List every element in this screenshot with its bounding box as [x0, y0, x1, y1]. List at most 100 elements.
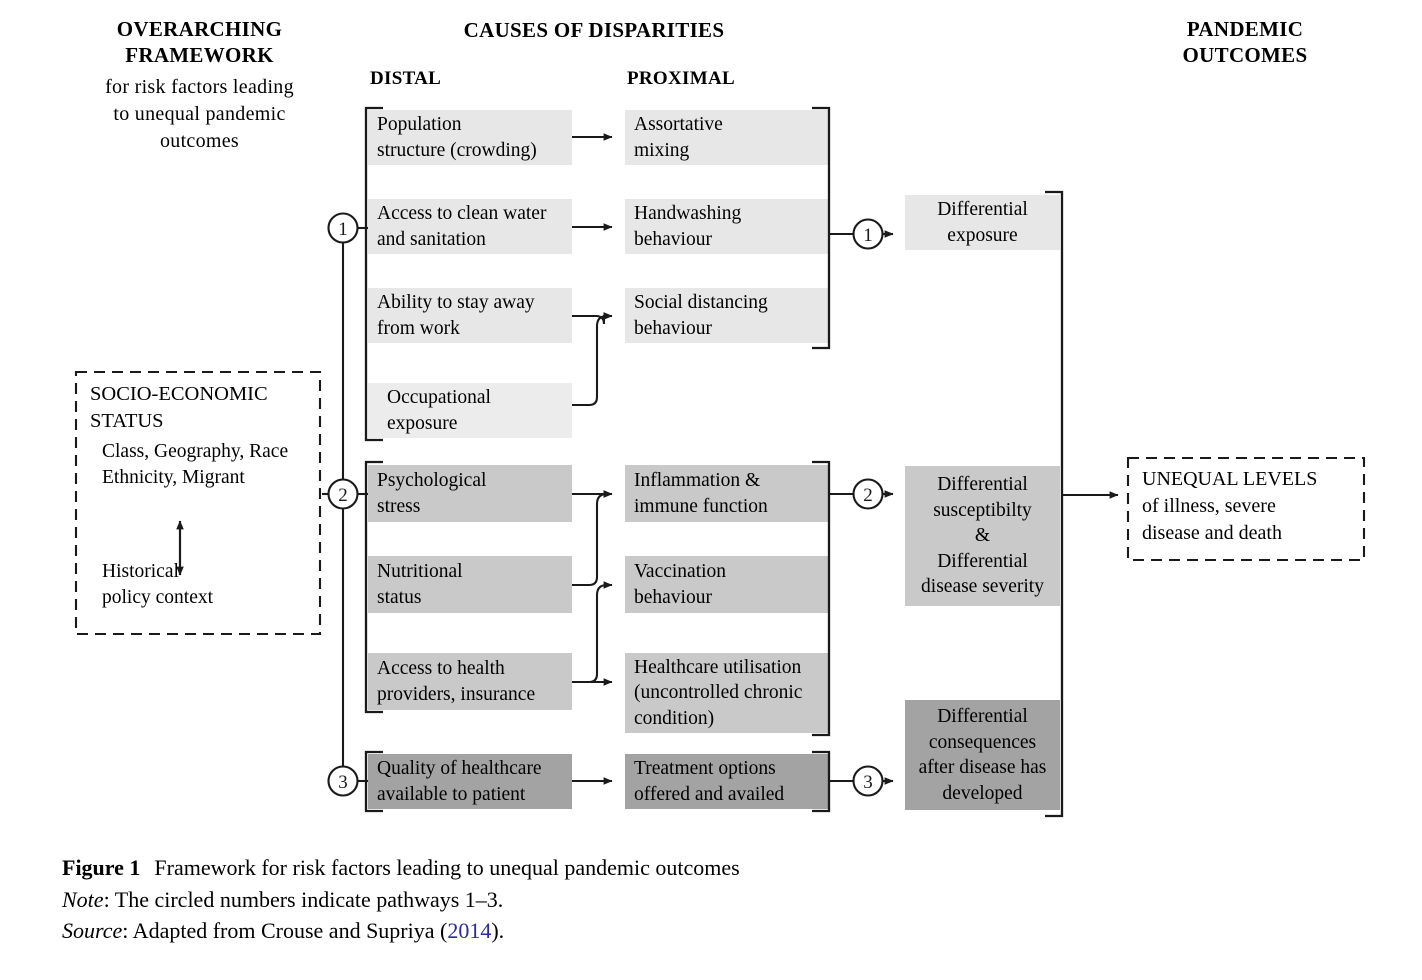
distal-text-population-structure: Population structure (crowding)	[368, 110, 576, 165]
text-line: from work	[377, 317, 460, 339]
text-line: Social distancing	[634, 292, 768, 313]
box-stay-away-from-work	[368, 288, 572, 343]
caption-title-row: Figure 1 Framework for risk factors leadi…	[62, 852, 1382, 884]
proximal-text-healthcare-utilisation: Healthcare utilisation (uncontrolled chr…	[625, 653, 841, 733]
connector-arrows	[572, 133, 613, 785]
proximal-text-handwashing-behaviour: Handwashing behaviour	[625, 199, 837, 254]
text-line: stress	[377, 495, 421, 517]
proximal-bracket-2	[812, 460, 831, 737]
outcome-text-differential-consequences: Differential consequences after disease …	[902, 700, 1063, 810]
outcomes-header-line-2: OUTCOMES	[1182, 43, 1308, 67]
text-line: Treatment options	[634, 758, 776, 779]
box-assortative-mixing	[625, 110, 829, 165]
text-line: behaviour	[634, 586, 712, 608]
outcome-text-differential-susceptibility: Differential susceptibilty & Differentia…	[902, 466, 1063, 606]
text-line: disease severity	[921, 576, 1044, 598]
final-outcome-line-2: of illness, severe	[1142, 495, 1276, 517]
pathway-circle-left-1	[327, 212, 359, 244]
box-differential-exposure	[905, 195, 1060, 250]
caption-figure-label: Figure 1	[62, 855, 141, 880]
pathway-circle-right-3	[852, 765, 884, 797]
proximal-text-vaccination-behaviour: Vaccination behaviour	[625, 556, 837, 613]
distal-bracket-1	[364, 106, 383, 442]
outcome-boxes	[905, 195, 1060, 810]
text-line: consequences	[928, 731, 1037, 753]
framework-sub-line-1: for risk factors leading	[105, 76, 294, 98]
text-line: susceptibilty	[933, 499, 1032, 521]
box-vaccination-behaviour	[625, 556, 829, 613]
ses-detail-line-2: Ethnicity, Migrant	[102, 467, 245, 488]
text-line: Inflammation &	[634, 470, 761, 491]
box-population-structure	[368, 110, 572, 165]
ses-bottom-line-1: Historical	[102, 561, 179, 582]
text-line: Population	[377, 114, 462, 135]
box-handwashing-behaviour	[625, 199, 829, 254]
box-inflammation-immune	[625, 465, 829, 522]
proximal-boxes	[625, 110, 829, 809]
text-line: Access to health	[377, 658, 505, 679]
text-line: &	[974, 525, 991, 547]
header-causes-of-disparities: CAUSES OF DISPARITIES	[463, 18, 725, 42]
svg-text:3: 3	[863, 772, 873, 793]
caption-source-label: Source	[62, 918, 123, 943]
final-outcome-dashed-border	[1126, 456, 1366, 562]
distal-text-nutritional-status: Nutritional status	[368, 556, 576, 613]
distal-text-stay-away-from-work: Ability to stay away from work	[368, 288, 576, 343]
text-line: status	[377, 586, 422, 608]
text-line: Handwashing	[634, 203, 742, 224]
ses-bottom-line-2: policy context	[102, 587, 214, 608]
box-clean-water	[368, 199, 572, 254]
svg-text:1: 1	[338, 219, 348, 240]
distal-bracket-3	[364, 750, 383, 813]
caption-figure-title: Framework for risk factors leading to un…	[154, 855, 740, 880]
text-line: after disease has	[918, 757, 1047, 778]
text-line: available to patient	[377, 783, 526, 805]
outcomes-bracket	[1045, 190, 1064, 818]
text-line: Nutritional	[377, 561, 463, 582]
pathway-circle-right-1	[852, 218, 884, 250]
box-social-distancing-behaviour	[625, 288, 829, 343]
box-treatment-options	[625, 754, 829, 809]
header-overarching-framework: OVERARCHING FRAMEWORK	[62, 16, 337, 68]
box-healthcare-utilisation	[625, 653, 829, 733]
text-line: Occupational	[387, 387, 491, 408]
pathway-circles-left: 1 2 3	[327, 212, 359, 797]
text-line: Vaccination	[634, 561, 727, 582]
text-line: (uncontrolled chronic	[634, 682, 803, 704]
proximal-text-social-distancing-behaviour: Social distancing behaviour	[625, 288, 837, 343]
caption-source-link[interactable]: 2014	[447, 918, 492, 943]
box-quality-of-healthcare	[368, 754, 572, 809]
framework-line-1: OVERARCHING	[116, 17, 283, 41]
distal-text-clean-water: Access to clean water and sanitation	[368, 199, 576, 254]
distal-text-occupational-exposure: Occupational exposure	[378, 383, 586, 438]
box-occupational-exposure	[368, 383, 572, 438]
svg-text:3: 3	[338, 772, 348, 793]
text-line: exposure	[387, 412, 458, 434]
text-line: offered and availed	[634, 783, 785, 805]
final-outcome-line-3: disease and death	[1142, 522, 1282, 544]
arrow-nutrition-to-inflammation	[572, 490, 613, 587]
text-line: Psychological	[377, 470, 487, 491]
header-proximal: PROXIMAL	[627, 68, 735, 89]
text-line: behaviour	[634, 317, 712, 339]
text-line: behaviour	[634, 228, 712, 250]
caption-note-label: Note	[62, 886, 104, 912]
proximal-text-treatment-options: Treatment options offered and availed	[625, 754, 837, 809]
text-line: exposure	[947, 224, 1018, 246]
framework-sub-line-2: to unequal pandemic	[113, 103, 286, 125]
text-line: providers, insurance	[377, 683, 536, 705]
box-access-health-providers	[368, 653, 572, 710]
proximal-text-inflammation-immune-function: Inflammation & immune function	[625, 465, 837, 522]
text-line: Differential	[937, 474, 1028, 496]
distal-boxes	[368, 110, 572, 809]
svg-text:2: 2	[863, 485, 873, 506]
socio-economic-status-box: SOCIO-ECONOMIC STATUS Class, Geography, …	[76, 372, 320, 634]
framework-subtitle: for risk factors leading to unequal pand…	[62, 74, 337, 155]
figure-caption: Figure 1 Framework for risk factors leadi…	[62, 852, 1382, 947]
distal-text-quality-of-healthcare: Quality of healthcare available to patie…	[368, 754, 580, 809]
box-differential-consequences	[905, 700, 1060, 810]
ses-detail-line-1: Class, Geography, Race	[102, 441, 289, 462]
caption-source-row: Source: Adapted from Crouse and Supriya …	[62, 915, 1382, 947]
outcomes-header-line-1: PANDEMIC	[1186, 17, 1304, 41]
